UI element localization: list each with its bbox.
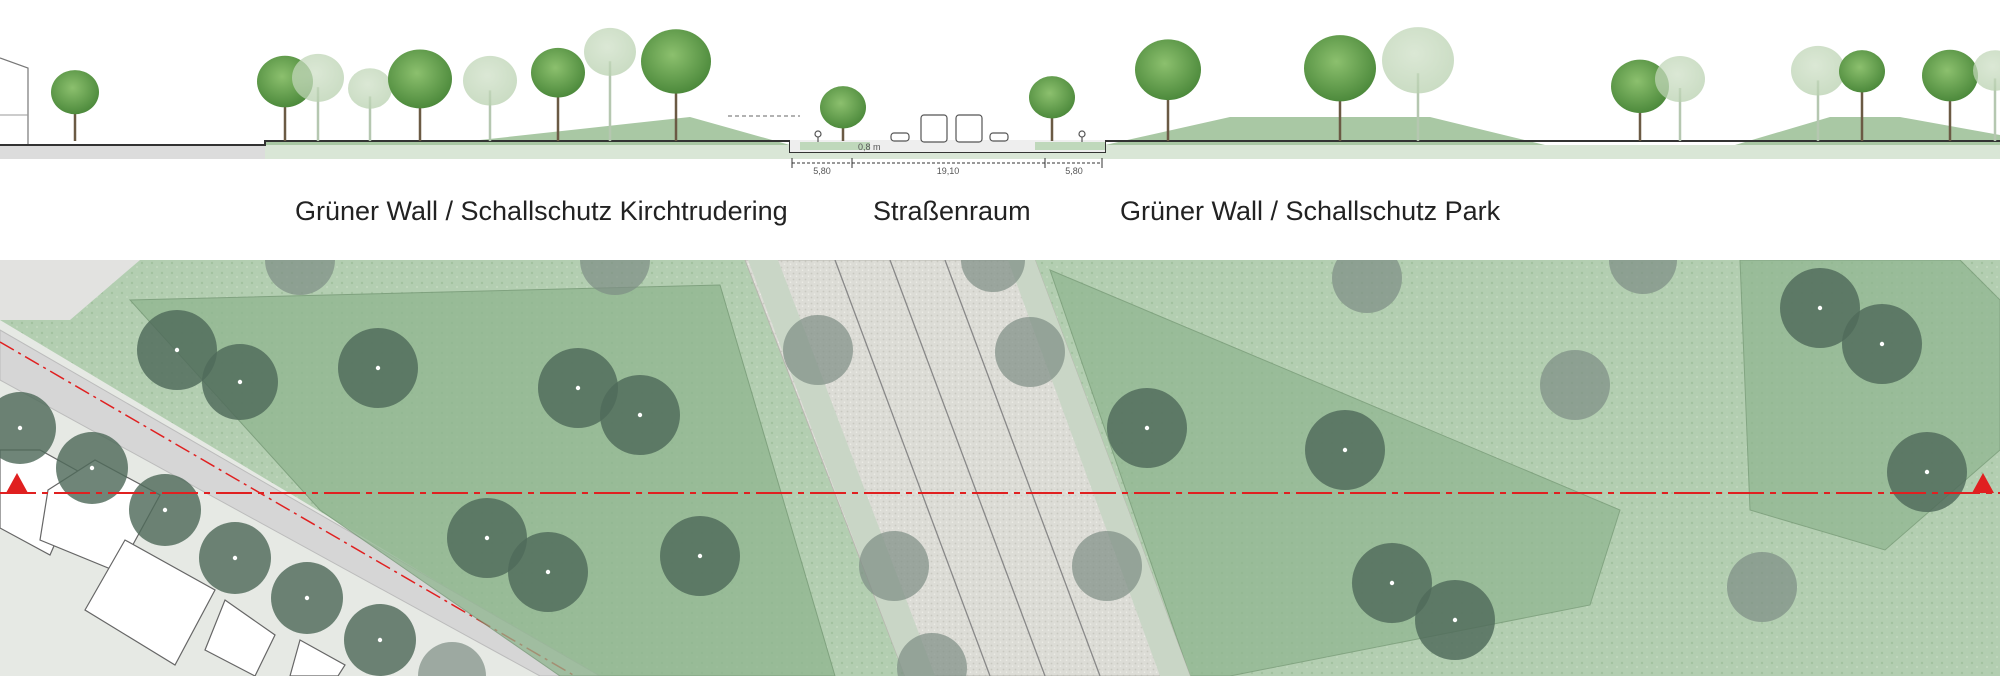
plan-tree	[338, 328, 418, 408]
plan-tree	[0, 392, 56, 464]
plan-tree	[1415, 580, 1495, 660]
section-tree	[584, 27, 636, 141]
settlement-ground	[0, 145, 265, 159]
plan-tree	[202, 344, 278, 420]
zone-label-west: Grüner Wall / Schallschutz Kirchtruderin…	[295, 196, 788, 226]
section-tree	[1611, 59, 1669, 141]
section-tree	[1655, 56, 1705, 141]
plan-tree	[344, 604, 416, 676]
section-tree	[641, 29, 711, 141]
dim-roadway: 19,10	[937, 166, 960, 176]
plan-tree	[1780, 268, 1860, 348]
plan-tree	[447, 498, 527, 578]
plan-tree	[1305, 410, 1385, 490]
plan-tree	[56, 432, 128, 504]
plan-tree	[538, 348, 618, 428]
section-tree	[1973, 50, 2000, 141]
plan-tree	[1609, 260, 1677, 294]
green-wall-west-profile	[265, 117, 790, 145]
dim-left-sidewalk: 5,80	[813, 166, 831, 176]
vehicles	[814, 114, 1086, 143]
plan-tree	[129, 474, 201, 546]
plan-tree	[961, 260, 1025, 292]
plan-tree	[199, 522, 271, 594]
house-silhouette	[0, 57, 29, 146]
green-wall-east-profile-2	[1545, 117, 2000, 145]
section-tree	[1135, 39, 1201, 141]
green-wall-east-profile-1	[1105, 117, 1545, 145]
plan-tree	[271, 562, 343, 634]
plan-tree	[600, 375, 680, 455]
plan-tree	[859, 531, 929, 601]
section-marker-left	[6, 473, 28, 493]
dim-right-sidewalk: 5,80	[1065, 166, 1083, 176]
plan-tree	[418, 642, 486, 676]
section-tree	[1791, 45, 1845, 141]
zone-label-east: Grüner Wall / Schallschutz Park	[1120, 196, 1501, 226]
section-tree	[51, 70, 99, 141]
plan-trees	[0, 260, 1967, 676]
plan-tree	[265, 260, 335, 295]
plan-tree	[1887, 432, 1967, 512]
plan-tree	[137, 310, 217, 390]
site-plan	[0, 260, 2000, 676]
plan-tree	[1727, 552, 1797, 622]
plan-tree	[1842, 304, 1922, 384]
plan-tree	[580, 260, 650, 295]
section-tree	[1382, 27, 1454, 141]
plan-tree	[1352, 543, 1432, 623]
section-tree	[292, 53, 344, 141]
section-tree	[1029, 76, 1075, 141]
plan-tree	[1072, 531, 1142, 601]
section-tree	[1922, 49, 1978, 141]
section-tree	[1839, 50, 1885, 141]
plan-tree	[1540, 350, 1610, 420]
section-tree	[463, 55, 517, 141]
plan-tree	[995, 317, 1065, 387]
lane-markings	[834, 260, 1101, 676]
plan-tree	[508, 532, 588, 612]
plan-tree	[1107, 388, 1187, 468]
section-trees	[51, 27, 2000, 141]
section-tree	[388, 49, 452, 141]
height-note: 0,8 m	[858, 142, 881, 152]
plan-tree	[897, 633, 967, 676]
section-tree	[531, 47, 585, 141]
plan-tree	[1332, 260, 1402, 313]
cross-section: 0,8 m 5,80 19,10 5,80	[0, 27, 2000, 176]
section-tree	[820, 86, 866, 141]
dimension-line	[791, 158, 1103, 168]
section-marker-right	[1972, 473, 1994, 493]
zone-label-street: Straßenraum	[873, 196, 1031, 226]
section-tree	[348, 68, 392, 141]
section-tree	[1304, 35, 1376, 141]
plan-tree	[660, 516, 740, 596]
plan-tree	[783, 315, 853, 385]
